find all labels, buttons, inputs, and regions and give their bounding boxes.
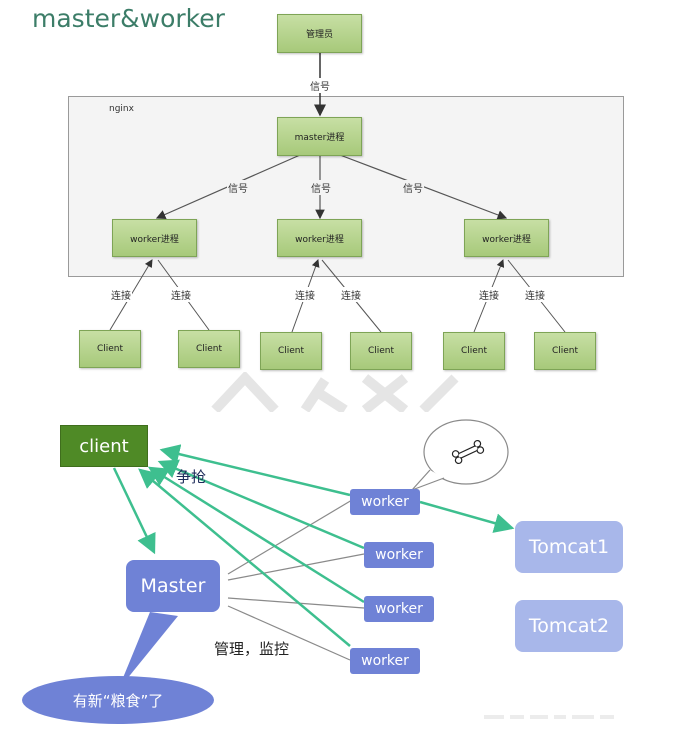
watermark-caption xyxy=(484,715,614,719)
master-process-label: master进程 xyxy=(294,133,345,143)
bone-icon xyxy=(451,439,485,465)
client-node: client xyxy=(60,425,148,467)
client-label: Client xyxy=(460,346,488,356)
client-label: Client xyxy=(195,344,223,354)
client-box-4: Client xyxy=(350,332,412,370)
client-box-1: Client xyxy=(79,330,141,368)
client-box-2: Client xyxy=(178,330,240,368)
worker-node-label: worker xyxy=(375,547,423,563)
master-process-box: master进程 xyxy=(277,117,362,156)
tomcat-node-label: Tomcat2 xyxy=(528,615,610,637)
client-box-3: Client xyxy=(260,332,322,370)
worker-node-label: worker xyxy=(361,494,409,510)
page-title: master&worker xyxy=(32,4,225,33)
signal-label-right: 信号 xyxy=(402,180,424,195)
line-master-to-worker-1 xyxy=(227,499,353,575)
connect-label-6: 连接 xyxy=(524,287,546,302)
signal-label-top: 信号 xyxy=(309,78,331,93)
connect-label-3: 连接 xyxy=(294,287,316,302)
signal-label-middle: 信号 xyxy=(310,180,332,195)
worker-process-box-3: worker进程 xyxy=(464,219,549,257)
worker-process-box-2: worker进程 xyxy=(277,219,362,257)
client-label: Client xyxy=(96,344,124,354)
arrow-worker-1-to-tomcat1 xyxy=(419,500,515,533)
client-label: Client xyxy=(277,346,305,356)
client-box-5: Client xyxy=(443,332,505,370)
client-box-6: Client xyxy=(534,332,596,370)
tomcat-node-2: Tomcat2 xyxy=(515,600,623,652)
manager-label: 管理员 xyxy=(305,30,333,40)
tomcat-node-label: Tomcat1 xyxy=(528,536,610,558)
new-food-text: 有新“粮食”了 xyxy=(72,692,164,710)
worker-process-label: worker进程 xyxy=(482,234,531,245)
line-master-to-worker-4 xyxy=(227,605,351,661)
manage-monitor-label: 管理，监控 xyxy=(214,640,290,658)
line-master-to-worker-3 xyxy=(227,597,365,609)
line-master-to-worker-2 xyxy=(227,553,365,581)
manager-box: 管理员 xyxy=(277,14,362,53)
arrow-worker-3-to-client xyxy=(147,466,365,604)
connect-label-5: 连接 xyxy=(478,287,500,302)
worker-process-label: worker进程 xyxy=(130,234,179,245)
worker-node-4: worker xyxy=(350,648,420,674)
worker-node-label: worker xyxy=(361,653,409,669)
connect-label-1: 连接 xyxy=(110,287,132,302)
connect-label-2: 连接 xyxy=(170,287,192,302)
tomcat-node-1: Tomcat1 xyxy=(515,521,623,573)
connect-label-4: 连接 xyxy=(340,287,362,302)
speech-bubble xyxy=(22,612,214,724)
arrow-worker-1-to-client xyxy=(159,444,351,497)
signal-label-left: 信号 xyxy=(227,180,249,195)
master-node-label: Master xyxy=(140,575,206,597)
arrow-worker-2-to-client xyxy=(157,459,365,550)
worker-node-1: worker xyxy=(350,489,420,515)
master-node: Master xyxy=(126,560,220,612)
worker-process-box-1: worker进程 xyxy=(112,219,197,257)
nginx-label: nginx xyxy=(109,104,134,114)
arrow-worker-4-to-client xyxy=(138,468,351,647)
worker-node-2: worker xyxy=(364,542,434,568)
compete-label: 争抢 xyxy=(176,468,207,486)
arrow-client-to-master xyxy=(112,467,156,555)
client-label: Client xyxy=(551,346,579,356)
client-label: Client xyxy=(367,346,395,356)
client-node-label: client xyxy=(79,435,129,457)
watermark-logo xyxy=(211,372,459,412)
worker-process-label: worker进程 xyxy=(295,234,344,245)
worker-node-label: worker xyxy=(375,601,423,617)
worker-node-3: worker xyxy=(364,596,434,622)
